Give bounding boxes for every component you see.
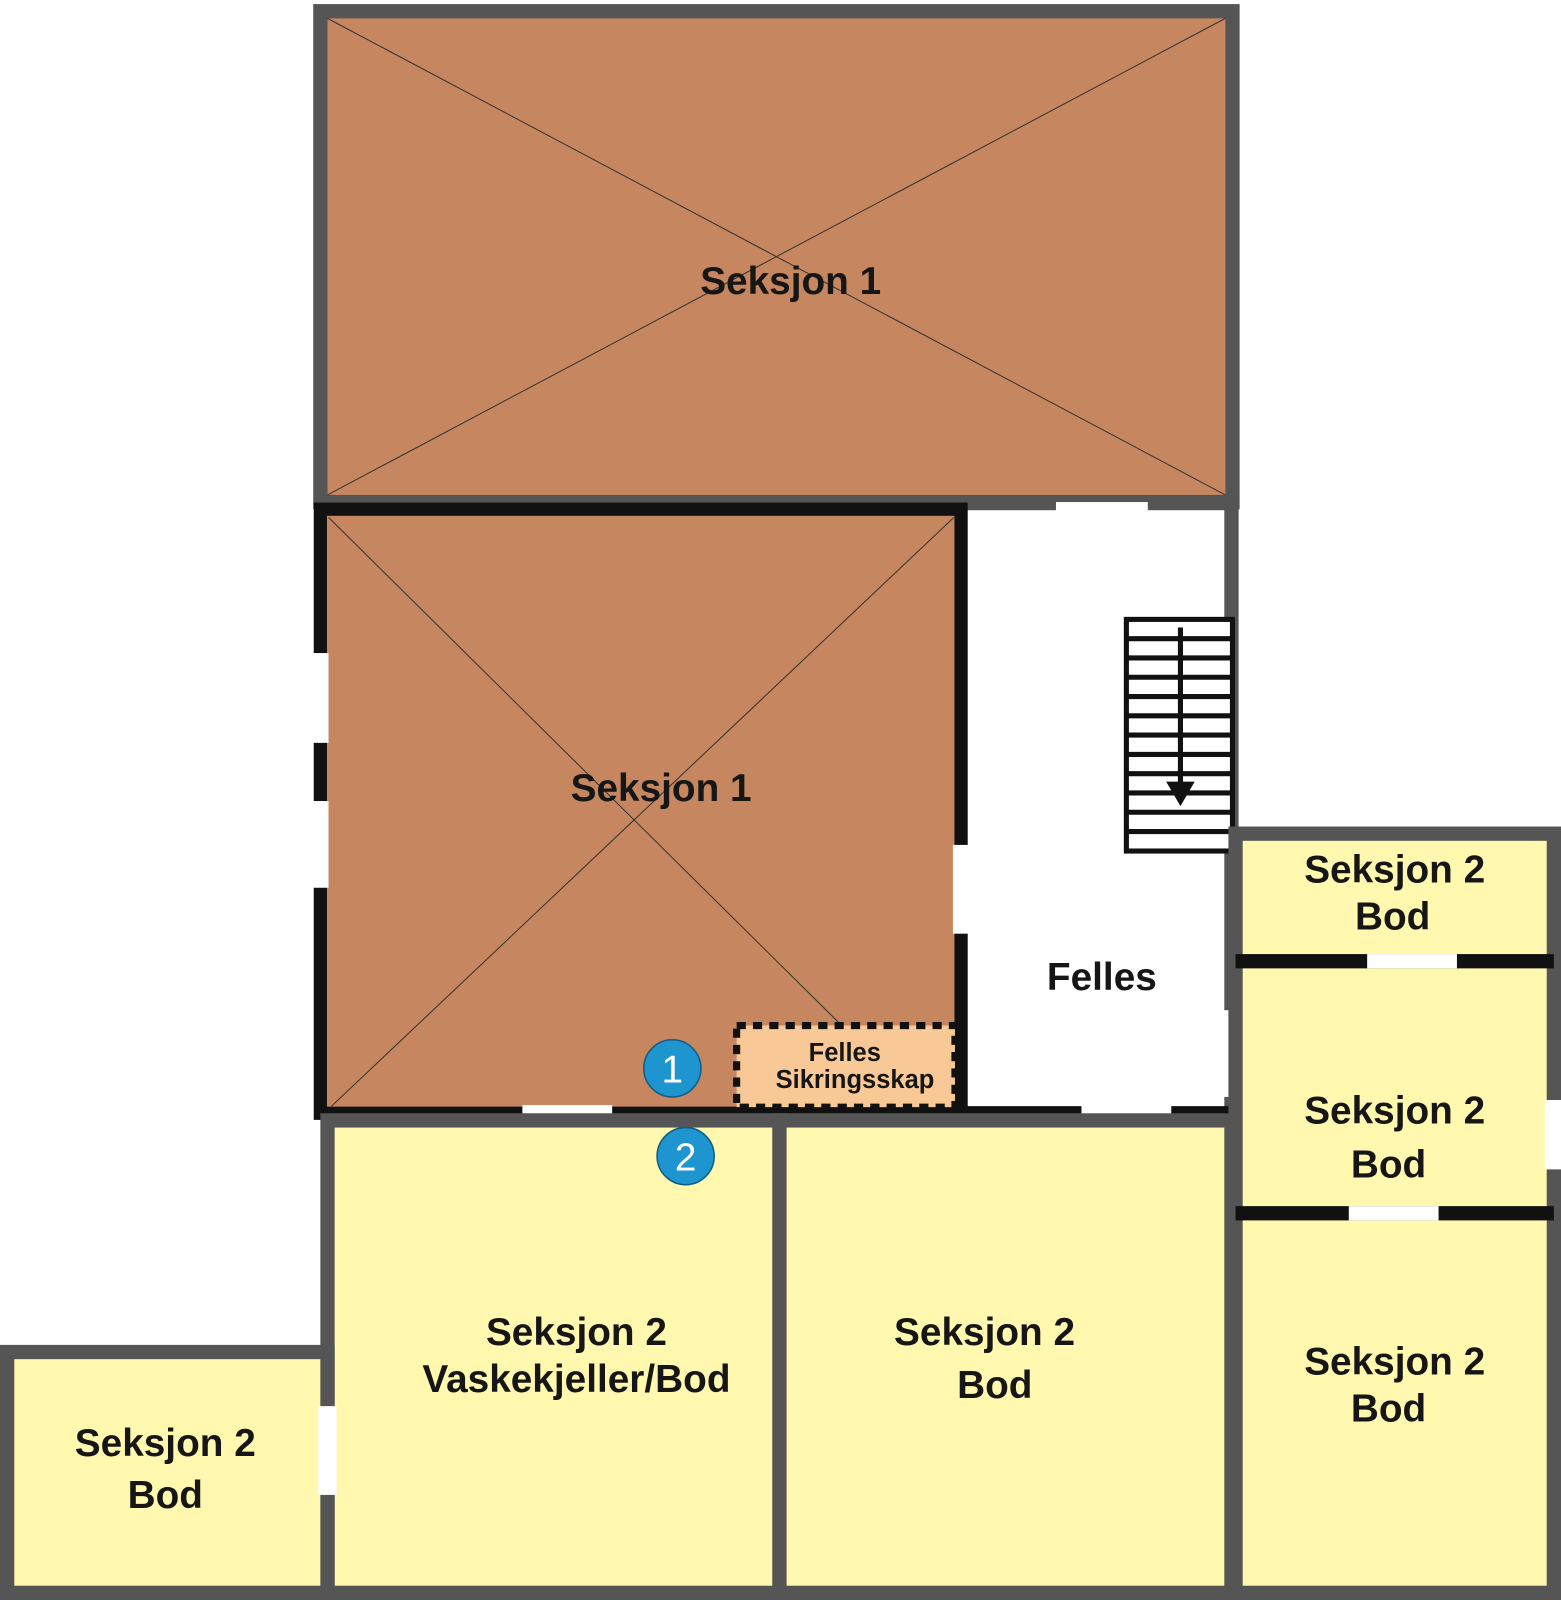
room-center-bottom-bod: Seksjon 2 Bod	[772, 1113, 1239, 1600]
room-right-top-bod: Seksjon 2 Bod	[1304, 849, 1485, 939]
room-label: Bod	[128, 1474, 203, 1517]
room-label: Vaskekjeller/Bod	[422, 1358, 730, 1401]
fusebox-felles-sikringsskap: Felles Sikringsskap	[733, 1021, 959, 1111]
marker-1: 1	[643, 1039, 702, 1098]
room-label: Seksjon 2	[894, 1311, 1075, 1354]
room-right-middle-bod: Seksjon 2 Bod	[1304, 1089, 1485, 1186]
room-label: Seksjon 1	[571, 767, 752, 810]
right-column-bods: Seksjon 2 Bod Seksjon 2 Bod Seksjon 2 Bo…	[1228, 826, 1561, 1600]
room-label: Seksjon 2	[486, 1311, 667, 1354]
room-label: Seksjon 2	[75, 1422, 256, 1465]
room-label: Felles	[1047, 956, 1157, 999]
marker-2: 2	[656, 1126, 715, 1186]
room-left-bottom-bod: Seksjon 2 Bod	[0, 1344, 337, 1600]
room-label: Seksjon 2	[1304, 1089, 1485, 1132]
room-label: Bod	[957, 1364, 1032, 1407]
stairs-down-arrow-icon	[1123, 616, 1236, 854]
room-label: Bod	[1351, 1144, 1426, 1187]
marker-number: 1	[662, 1049, 684, 1092]
marker-number: 2	[675, 1136, 697, 1179]
room-top-seksjon-1: Seksjon 1	[313, 4, 1240, 510]
room-label: Seksjon 2	[1304, 849, 1485, 892]
fusebox-label-line2: Sikringsskap	[776, 1066, 935, 1094]
room-laundry: Seksjon 2 Vaskekjeller/Bod	[320, 1113, 787, 1600]
room-middle-seksjon-1: Seksjon 1	[312, 502, 970, 1122]
fusebox-label-line1: Felles	[809, 1039, 881, 1067]
room-right-bottom-bod: Seksjon 2 Bod	[1304, 1340, 1485, 1430]
room-label: Bod	[1355, 896, 1430, 939]
room-label: Seksjon 1	[700, 260, 881, 303]
room-label: Seksjon 2	[1304, 1340, 1485, 1383]
room-label: Bod	[1351, 1387, 1426, 1430]
